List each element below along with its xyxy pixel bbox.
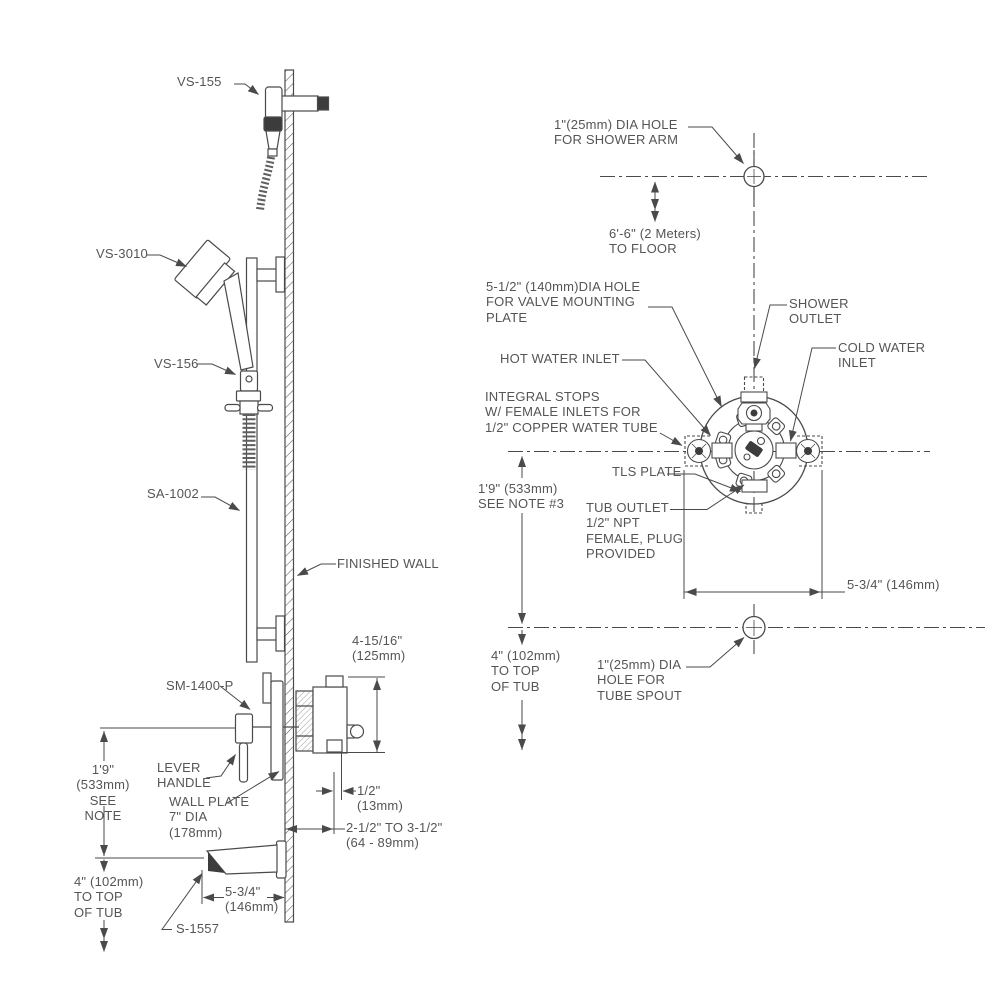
dimension-lines-side (95, 676, 385, 952)
shower-head-vs155 (256, 86, 330, 211)
label-sa1002: SA-1002 (147, 486, 199, 501)
dim-valve-height: 4-15/16" (125mm) (352, 633, 406, 664)
valve-front (684, 376, 823, 514)
dim-valve-to-spout-front: 1'9" (533mm) SEE NOTE #3 (478, 481, 565, 512)
valve-stem (745, 441, 763, 457)
label-lever-handle: LEVER HANDLE (157, 760, 211, 791)
label-shower-outlet: SHOWER OUTLET (789, 296, 849, 327)
label-sm1400p: SM-1400-P (166, 678, 234, 693)
leader-lines-side (146, 83, 336, 930)
label-integral-stops: INTEGRAL STOPS W/ FEMALE INLETS FOR 1/2"… (485, 389, 658, 435)
valve-sm1400p-side (253, 672, 365, 781)
label-cold-water-inlet: COLD WATER INLET (838, 340, 926, 371)
label-s1557: S-1557 (176, 921, 220, 936)
dimension-lines-front (518, 181, 845, 750)
dim-inlet-spacing: 5-3/4" (146mm) (847, 577, 940, 592)
tub-outlet-port (741, 479, 768, 514)
shower-outlet-port (737, 376, 771, 432)
tub-spout-hole-circle (742, 615, 766, 640)
dim-to-floor: 6'-6" (2 Meters) TO FLOOR (609, 226, 701, 257)
label-tub-spout-hole: 1"(25mm) DIA HOLE FOR TUBE SPOUT (597, 657, 683, 703)
label-vs155: VS-155 (177, 74, 222, 89)
lever-handle-side (234, 713, 254, 783)
label-valve-plate-hole: 5-1/2" (140mm)DIA HOLE FOR VALVE MOUNTIN… (486, 279, 641, 325)
label-tub-outlet: TUB OUTLET 1/2" NPT FEMALE, PLUG PROVIDE… (586, 500, 684, 561)
slide-bar-sa1002 (245, 256, 286, 663)
hot-water-inlet-port (684, 435, 733, 467)
cold-water-inlet-port (775, 435, 823, 467)
dim-rough-in: 2-1/2" TO 3-1/2" (64 - 89mm) (346, 820, 443, 851)
label-wall-plate: WALL PLATE 7" DIA (178mm) (169, 794, 250, 840)
slide-clamp-vs156 (224, 370, 274, 470)
label-tls-plate: TLS PLATE (612, 464, 682, 479)
dim-spout-to-tub-front: 4" (102mm) TO TOP OF TUB (491, 648, 561, 694)
dim-spout-reach: 5-3/4" (146mm) (225, 884, 279, 915)
tub-spout-s1557 (205, 840, 287, 879)
leader-lines-front (622, 126, 836, 668)
dim-plaster-guard: 1/2" (13mm) (357, 783, 403, 814)
label-shower-arm-hole: 1"(25mm) DIA HOLE FOR SHOWER ARM (554, 117, 679, 148)
label-vs156: VS-156 (154, 356, 199, 371)
label-finished-wall: FINISHED WALL (337, 556, 439, 571)
dim-spout-to-tub-side: 4" (102mm) TO TOP OF TUB (74, 874, 144, 920)
label-vs3010: VS-3010 (96, 246, 148, 261)
side-view (95, 69, 385, 952)
finished-wall-section (284, 69, 295, 923)
shower-arm-hole-circle (743, 165, 765, 188)
dim-valve-to-spout-side: 1'9" (533mm) SEE NOTE (76, 762, 130, 823)
front-view (508, 126, 985, 750)
label-hot-water-inlet: HOT WATER INLET (500, 351, 620, 366)
hand-shower-vs3010 (174, 239, 254, 371)
